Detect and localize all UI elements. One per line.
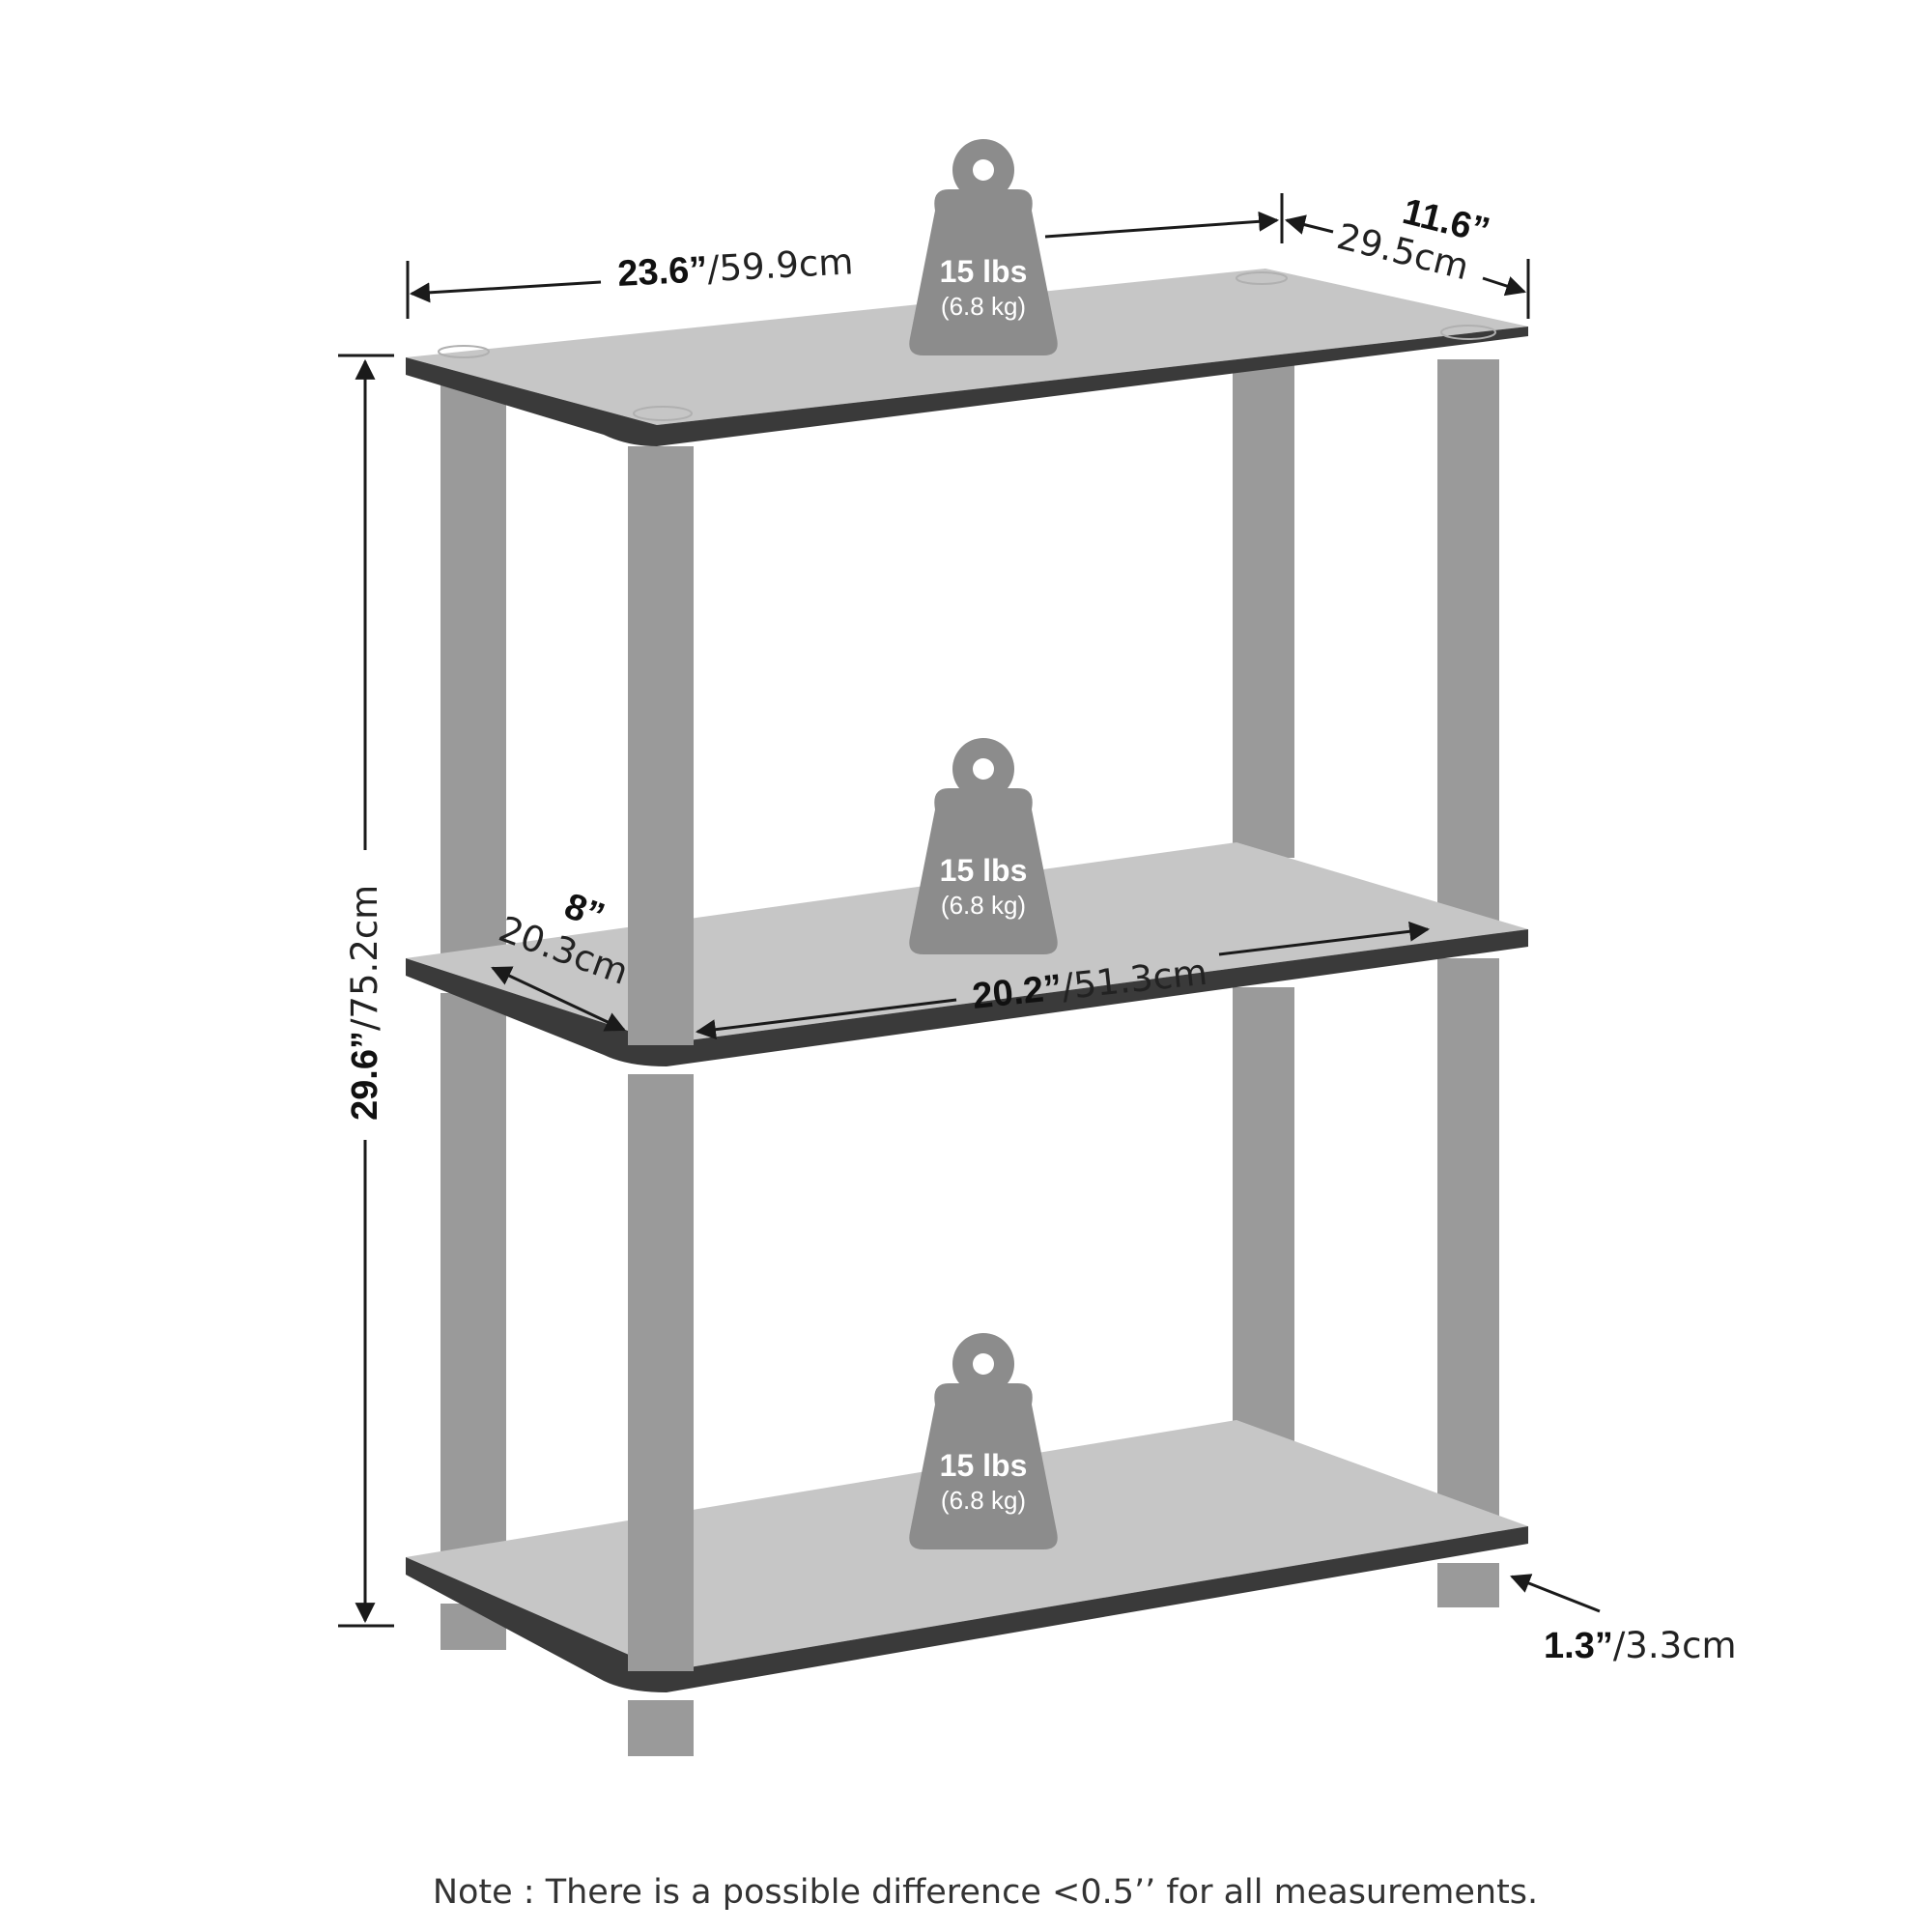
weight-middle-kg: (6.8 kg) bbox=[941, 891, 1026, 920]
width-inner-inch: 20.2” bbox=[971, 967, 1065, 1016]
width-inner-arrow-left bbox=[695, 998, 957, 1040]
back-left-post-lower bbox=[440, 993, 506, 1568]
width-top-arrow-right bbox=[1044, 211, 1280, 239]
foot-height-label: 1.3”/3.3cm bbox=[1544, 1625, 1737, 1666]
far-right-post-upper bbox=[1437, 359, 1499, 937]
width-top-cm: /59.9cm bbox=[706, 241, 854, 290]
depth-top-arrow-left bbox=[1284, 214, 1334, 235]
top-shelf-hole bbox=[633, 406, 693, 421]
top-shelf-hole bbox=[1236, 271, 1288, 285]
far-right-foot bbox=[1437, 1563, 1499, 1607]
foot-height-cm: /3.3cm bbox=[1613, 1625, 1737, 1666]
width-top-label: 23.6”/59.9cm bbox=[616, 241, 854, 295]
weight-icon-bottom: 15 lbs (6.8 kg) bbox=[909, 1333, 1058, 1549]
width-inner-arrow-right bbox=[1218, 921, 1431, 956]
width-top-inch: 23.6” bbox=[616, 249, 708, 295]
top-shelf-hole bbox=[438, 345, 490, 358]
depth-top-arrow-right bbox=[1482, 276, 1526, 297]
back-left-post-upper bbox=[440, 384, 506, 964]
weight-icon-top: 15 lbs (6.8 kg) bbox=[909, 139, 1058, 355]
front-foot bbox=[628, 1700, 694, 1756]
depth-inner-arrow bbox=[491, 966, 626, 1032]
height-label: 29.6”/75.2cm bbox=[344, 885, 385, 1121]
weight-bottom-kg: (6.8 kg) bbox=[941, 1486, 1026, 1515]
front-post-lower bbox=[628, 1074, 694, 1671]
far-right-post-lower bbox=[1437, 958, 1499, 1536]
width-top-arrow-left bbox=[409, 280, 602, 303]
top-shelf-hole bbox=[1440, 325, 1496, 340]
back-posts bbox=[440, 359, 1499, 1650]
foot-arrow bbox=[1510, 1574, 1601, 1613]
foot-height-inch: 1.3” bbox=[1544, 1626, 1613, 1666]
measurement-note: Note : There is a possible difference <0… bbox=[433, 1873, 1538, 1912]
front-posts bbox=[628, 446, 694, 1756]
back-right-post-lower bbox=[1233, 987, 1294, 1441]
front-post-upper bbox=[628, 446, 694, 1045]
weight-top-lbs: 15 lbs bbox=[940, 254, 1028, 289]
back-right-post-upper bbox=[1233, 365, 1294, 858]
dimension-lines bbox=[338, 193, 1601, 1628]
height-inch: 29.6” bbox=[345, 1031, 385, 1121]
height-cm: /75.2cm bbox=[344, 885, 385, 1031]
weight-bottom-lbs: 15 lbs bbox=[940, 1448, 1028, 1483]
weight-top-kg: (6.8 kg) bbox=[941, 292, 1026, 321]
weight-icon-middle: 15 lbs (6.8 kg) bbox=[909, 738, 1058, 954]
weight-middle-lbs: 15 lbs bbox=[940, 853, 1028, 888]
